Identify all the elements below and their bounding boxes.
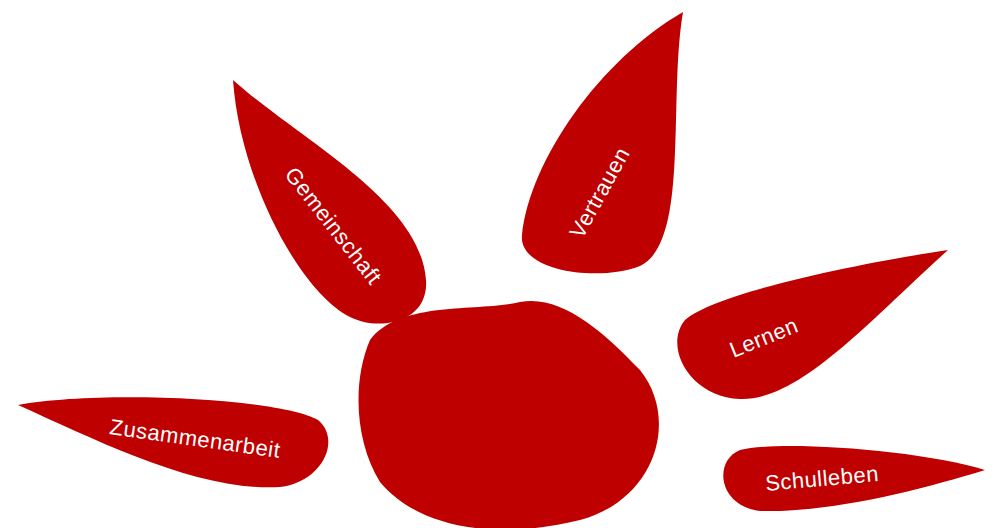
petal-outline bbox=[723, 446, 985, 511]
petal-shape bbox=[512, 5, 692, 285]
petal-gemeinschaft: Gemeinschaft bbox=[225, 75, 435, 330]
petal-vertrauen: Vertrauen bbox=[512, 5, 692, 285]
petal-outline bbox=[522, 12, 683, 273]
petal-shape bbox=[225, 75, 435, 330]
petal-lernen: Lernen bbox=[670, 243, 955, 405]
sun-core bbox=[359, 301, 659, 528]
petal-outline bbox=[233, 80, 426, 324]
petal-outline bbox=[677, 250, 948, 399]
petal-outline bbox=[18, 397, 328, 487]
petal-schulleben: Schulleben bbox=[715, 435, 990, 517]
petal-zusammenarbeit: Zusammenarbeit bbox=[10, 385, 350, 495]
petal-shape bbox=[670, 243, 955, 405]
